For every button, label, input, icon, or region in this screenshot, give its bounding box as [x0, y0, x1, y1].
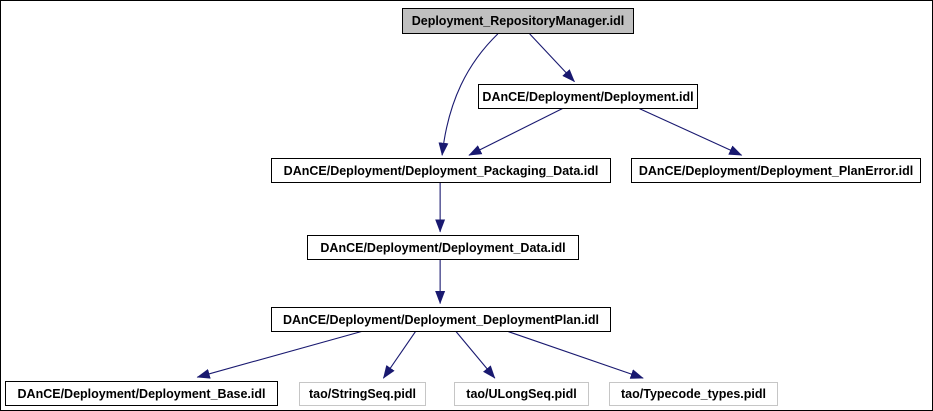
node-deployment-deploymentplan-idl[interactable]: DAnCE/Deployment/Deployment_DeploymentPl… [271, 307, 611, 332]
edge-deployment-deploymentplan-idl-to-tao-typecode-types-pidl [504, 329, 644, 379]
edge-deployment-idl-to-deployment-packaging-data-idl [468, 107, 563, 156]
node-deployment-planerror-idl[interactable]: DAnCE/Deployment/Deployment_PlanError.id… [631, 158, 921, 183]
node-tao-stringseq-pidl: tao/StringSeq.pidl [299, 382, 426, 406]
edge-deployment-deploymentplan-idl-to-deployment-base-idl [196, 329, 366, 379]
edge-deployment-repositorymanager-idl-to-deployment-idl [529, 33, 575, 83]
edge-deployment-repositorymanager-idl-to-deployment-packaging-data-idl [438, 33, 499, 156]
node-deployment-data-idl[interactable]: DAnCE/Deployment/Deployment_Data.idl [307, 235, 579, 260]
edge-deployment-deploymentplan-idl-to-tao-ulongseq-pidl [454, 330, 496, 379]
node-deployment-idl[interactable]: DAnCE/Deployment/Deployment.idl [478, 84, 698, 109]
node-deployment-repositorymanager-idl: Deployment_RepositoryManager.idl [402, 8, 634, 34]
node-tao-ulongseq-pidl: tao/ULongSeq.pidl [454, 382, 589, 406]
node-deployment-packaging-data-idl[interactable]: DAnCE/Deployment/Deployment_Packaging_Da… [271, 158, 611, 183]
node-deployment-base-idl[interactable]: DAnCE/Deployment/Deployment_Base.idl [5, 381, 278, 406]
edge-deployment-deploymentplan-idl-to-tao-stringseq-pidl [382, 330, 417, 379]
node-tao-typecode-types-pidl: tao/Typecode_types.pidl [609, 382, 778, 406]
edge-deployment-idl-to-deployment-planerror-idl [638, 107, 743, 156]
